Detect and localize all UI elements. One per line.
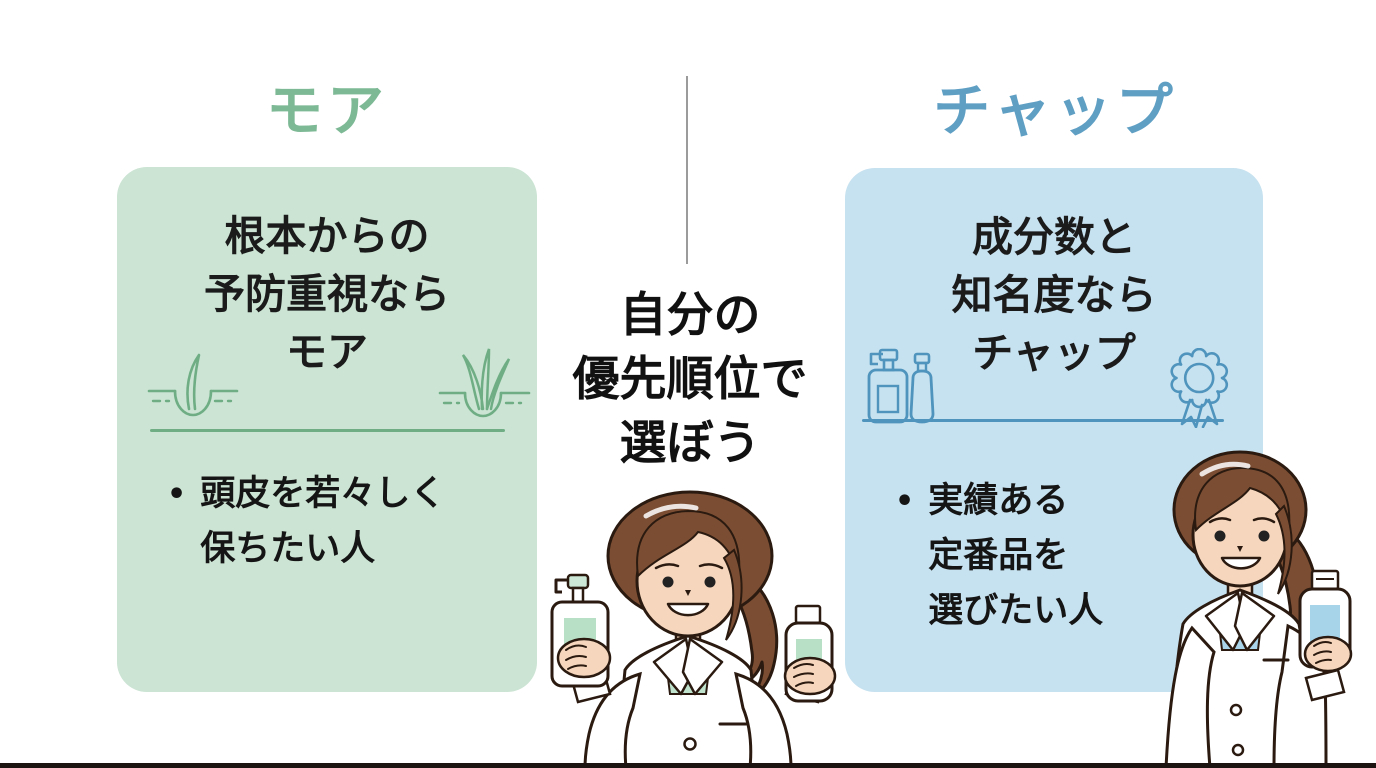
left-bullet-line2: 保ちたい人 [200, 529, 376, 569]
left-heading-keyword: モア [286, 328, 368, 376]
hair-highlight [1199, 461, 1251, 477]
award-ribbon-icon [1170, 348, 1229, 428]
right-heading-line2: 知名度なら [951, 271, 1157, 319]
right-bullet-line1: 実績ある [928, 481, 1069, 521]
right-card-heading: 成分数と 知名度なら チャップ [845, 208, 1263, 382]
bullet-dot: • [167, 477, 187, 512]
hair-follicle-multi-icon [438, 348, 531, 418]
cuff-right [1304, 668, 1346, 702]
left-heading-line2: 予防重視なら [204, 270, 450, 318]
right-pharmacist-illustration [1164, 450, 1353, 768]
center-prompt-line1: 自分の [619, 288, 761, 343]
left-product-card: 根本からの 予防重視なら モア • 頭皮を若々しく [117, 167, 537, 692]
right-card-underline [862, 419, 1224, 422]
left-card-bullet-list: • 頭皮を若々しく 保ちたい人 [167, 467, 445, 577]
right-product-card: 成分数と 知名度なら チャップ • 実績ある 定番品 [845, 168, 1263, 692]
right-heading-line1: 成分数と [972, 213, 1136, 261]
left-product-title: モア [266, 78, 388, 144]
center-prompt-line2: 優先順位で [572, 352, 808, 407]
left-heading-line1: 根本からの [224, 212, 430, 260]
center-prompt-line3: 選ぼう [619, 416, 761, 471]
right-product-title: チャップ [933, 78, 1177, 144]
coat-button [683, 737, 697, 751]
hair-side-strand [1274, 504, 1293, 595]
left-bullet-text: 頭皮を若々しく 保ちたい人 [200, 467, 445, 577]
face-features [654, 563, 724, 617]
hair-fringe [1194, 466, 1291, 533]
face-features [1208, 517, 1276, 570]
lapel-right [681, 637, 724, 696]
lab-coat-torso [618, 634, 758, 768]
right-heading-keyword: チャップ [972, 329, 1136, 377]
hand-right [783, 656, 837, 696]
lapel-right [1233, 591, 1276, 652]
right-bullet-line3: 選びたい人 [928, 591, 1104, 631]
sleeve-right [734, 671, 793, 768]
hand [1303, 635, 1353, 673]
left-bullet-line1: 頭皮を若々しく [200, 474, 446, 514]
hair-follicle-icon [147, 353, 239, 417]
coat-button [1229, 703, 1243, 717]
right-card-bullet-list: • 実績ある 定番品を 選びたい人 [895, 474, 1103, 639]
left-card-underline [150, 429, 505, 432]
hand-left [556, 637, 612, 679]
center-pharmacist-illustration [550, 490, 837, 768]
hair-side-strand [722, 548, 743, 641]
right-bullet-line2: 定番品を [928, 536, 1069, 576]
coat-button [1231, 743, 1245, 757]
cosmetic-bottles-icon [867, 348, 935, 424]
left-card-heading: 根本からの 予防重視なら モア [117, 207, 537, 381]
vertical-divider [686, 76, 688, 264]
sleeve-left [1164, 625, 1216, 768]
bullet-dot: • [895, 484, 915, 519]
right-bullet-text: 実績ある 定番品を 選びたい人 [928, 474, 1103, 639]
ponytail [722, 572, 779, 700]
hair-highlight [643, 503, 699, 519]
bottom-border-line [0, 763, 1376, 768]
center-prompt: 自分の 優先順位で 選ぼう [540, 284, 840, 476]
